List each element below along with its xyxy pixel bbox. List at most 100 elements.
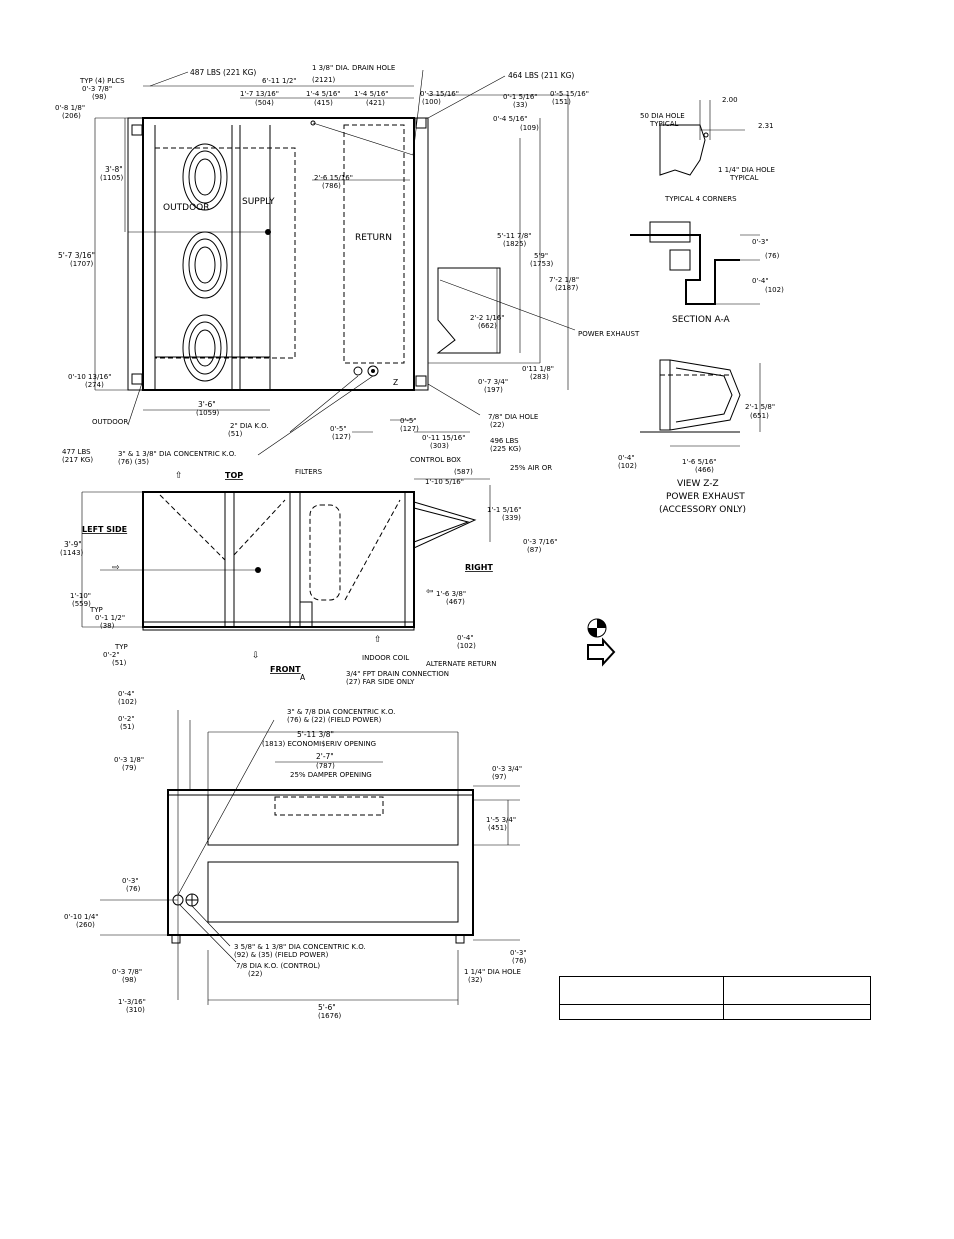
front-dim-102: (102) xyxy=(118,698,137,706)
damper-label: 25% DAMPER OPENING xyxy=(290,771,372,779)
dim-1825: (1825) xyxy=(503,240,527,248)
ko-control-label: 7/8 DIA K.O. (CONTROL) xyxy=(236,962,320,970)
filters-label: FILTERS xyxy=(295,468,323,476)
airflow-legend-arrow-icon xyxy=(587,637,616,667)
dim-1-7: 1'-7 13/16" xyxy=(240,90,279,98)
drain-hole-label: 1 3/8" DIA. DRAIN HOLE xyxy=(312,64,395,72)
economizer-hood-inner xyxy=(413,507,470,543)
arrow-top: ⇧ xyxy=(175,471,183,481)
ko-control-leader xyxy=(179,904,237,963)
dim-0-5-a: 0'-5" xyxy=(330,425,347,433)
dim-786: (786) xyxy=(322,182,341,190)
dim-559: (559) xyxy=(72,600,91,608)
dim-1059: (1059) xyxy=(196,409,220,417)
arrow-front: ⇩ xyxy=(252,651,260,661)
front-dim-22b: (22) xyxy=(248,970,263,978)
outdoor-coil-label: OUTDOOR xyxy=(92,418,128,426)
economizer-opening xyxy=(207,794,459,846)
exhaust-view-hood xyxy=(669,359,741,431)
drain-ko-1 xyxy=(353,366,363,376)
dim-415: (415) xyxy=(314,99,333,107)
dim-662: (662) xyxy=(478,322,497,330)
corner-hole-small xyxy=(703,132,709,138)
view-zz-label-3: (ACCESSORY ONLY) xyxy=(659,505,746,515)
corner-hole-50: 50 DIA HOLE xyxy=(640,112,685,120)
front-dim-1-5-3-4: 1'-5 3/4" xyxy=(486,816,516,824)
side-dash-2 xyxy=(233,499,286,556)
front-dim-5-6: 5'-6" xyxy=(318,1003,336,1012)
front-dim-76-r: (76) xyxy=(512,957,527,965)
front-dim-51: (51) xyxy=(120,723,135,731)
weight-right-bottom: 496 LBS xyxy=(490,437,519,445)
ko-top-label: 3" & 7/8 DIA CONCENTRIC K.O. xyxy=(287,708,395,716)
dim-0-2: 0'-2" xyxy=(103,651,120,659)
dim-206: (206) xyxy=(62,112,81,120)
front-dim-32: (32) xyxy=(468,976,483,984)
cg-quadrant-2 xyxy=(588,628,597,637)
view-zz-label-2: POWER EXHAUST xyxy=(666,492,745,502)
fan-3 xyxy=(182,314,228,382)
dim-303: (303) xyxy=(430,442,449,450)
dim-0-11-15: 0'-11 15/16" xyxy=(422,434,465,442)
fan-2-inner xyxy=(188,238,222,292)
fan-1-inner xyxy=(188,150,222,204)
front-dim-5-11: 5'-11 3/8" xyxy=(297,730,334,739)
dim-22: (22) xyxy=(490,421,505,429)
economizer-hood xyxy=(413,501,477,549)
econ-opening-label: (1813) ECONOMI$ERIV OPENING xyxy=(262,740,376,748)
dim-1-6-3-8: 1'-6 3/8" xyxy=(436,590,466,598)
weight-right-bottom-kg: (225 KG) xyxy=(490,445,521,453)
control-box-label: CONTROL BOX xyxy=(410,456,461,464)
dim-504: (504) xyxy=(255,99,274,107)
corner-block-tr xyxy=(415,117,427,129)
weight-left-top: 487 LBS (221 KG) xyxy=(190,68,256,77)
dim-274: (274) xyxy=(85,381,104,389)
fan-2-core xyxy=(194,246,216,284)
front-dim-76-l: (76) xyxy=(126,885,141,893)
legend-cell-row-2 xyxy=(724,1005,870,1019)
arrow-left-side: ⇨ xyxy=(112,563,120,573)
section-aa-block-2 xyxy=(669,249,691,271)
dim-283: (283) xyxy=(530,373,549,381)
weight-right-top: 464 LBS (211 KG) xyxy=(508,71,574,80)
dim-5-7: 5'-7 3/16" xyxy=(58,251,95,260)
dim-151: (151) xyxy=(552,98,571,106)
front-dim-79: (79) xyxy=(122,764,137,772)
return-dashed xyxy=(343,124,405,364)
weight-right-top-leader xyxy=(427,75,506,119)
ko2-leader xyxy=(289,375,359,433)
dim-98: (98) xyxy=(92,93,107,101)
ko-bottom-label-2: (92) & (35) (FIELD POWER) xyxy=(234,951,329,959)
front-dim-98b: (98) xyxy=(122,976,137,984)
front-view: 0'-4" (102) 0'-2" (51) 3" & 7/8 DIA CONC… xyxy=(64,690,527,1020)
dim-51b: (51) xyxy=(112,659,127,667)
drain-conn-label-2: (27) FAR SIDE ONLY xyxy=(346,678,415,686)
front-dim-97: (97) xyxy=(492,773,507,781)
damper-opening xyxy=(274,796,384,816)
indoor-coil-label: INDOOR COIL xyxy=(362,654,409,662)
dim-76-35: (76) (35) xyxy=(118,458,149,466)
front-dim-0-3-1-8: 0'-3 1/8" xyxy=(114,756,144,764)
corner-typical-label: TYPICAL 4 CORNERS xyxy=(664,195,737,203)
dim-0-5-15-16: 0'-5 15/16" xyxy=(550,90,589,98)
typ-1: TYP xyxy=(89,606,103,614)
coil-leader xyxy=(127,379,144,426)
dim-1-4-b: 1'-4 5/16" xyxy=(354,90,389,98)
front-foot-left xyxy=(171,934,181,944)
legend-cell-header-1 xyxy=(560,977,724,1005)
dim-1753: (1753) xyxy=(530,260,554,268)
top-view-right-edge xyxy=(413,117,429,391)
exhaust-dim-466: (466) xyxy=(695,466,714,474)
dim-1143: (1143) xyxy=(60,549,84,557)
hole-1-1-4-label: 1 1/4" DIA HOLE xyxy=(464,968,521,976)
dim-102: (102) xyxy=(457,642,476,650)
corner-block-tl xyxy=(131,124,143,136)
weight-left-bottom: 477 LBS xyxy=(62,448,91,456)
section-aa-label: SECTION A-A xyxy=(672,315,731,325)
side-dash-3 xyxy=(344,499,401,601)
exhaust-dim-651: (651) xyxy=(750,412,769,420)
dim-587: (587) xyxy=(454,468,473,476)
front-foot-right xyxy=(455,934,465,944)
drain-conn-box xyxy=(299,601,313,628)
